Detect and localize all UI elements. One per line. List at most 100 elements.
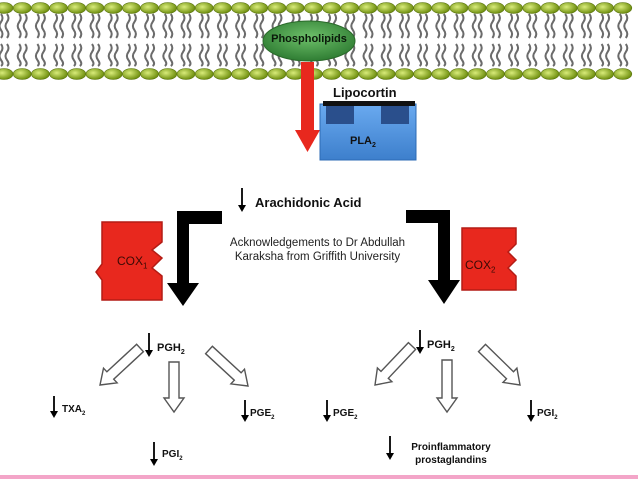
lipid-tail	[4, 43, 10, 67]
lipid-tail	[404, 43, 410, 67]
down-arrow-head-icon	[527, 415, 535, 422]
lipid-tail	[617, 13, 623, 39]
lipid-head	[31, 2, 50, 14]
lipid-tail	[253, 13, 259, 39]
cox1-label: COX1	[117, 254, 148, 271]
down-arrow-head-icon	[416, 347, 424, 354]
lipid-tail	[586, 13, 592, 39]
lipid-head	[67, 2, 87, 14]
lipid-tail	[216, 13, 222, 39]
lipid-tail	[0, 13, 4, 39]
lipid-tail	[623, 43, 629, 67]
lipid-head	[376, 68, 396, 80]
lipid-head	[558, 2, 578, 14]
lipid-head	[0, 68, 14, 80]
hollow-arrow-icon	[435, 359, 459, 414]
lipid-head	[395, 68, 414, 80]
lipid-tail	[241, 43, 247, 67]
left-pge2-label: PGE2	[250, 408, 275, 421]
lipid-tail	[532, 43, 538, 67]
lipid-head	[613, 2, 633, 14]
down-arrow-head-icon	[323, 415, 331, 422]
lipid-tail	[362, 43, 368, 67]
lipid-tail	[423, 13, 429, 39]
lipid-head	[267, 68, 287, 80]
lipocortin-bar	[323, 101, 415, 106]
left-black-arrow-icon	[167, 211, 222, 306]
lipid-head	[49, 2, 68, 14]
lipid-tail	[459, 43, 465, 67]
lipid-tail	[53, 13, 59, 39]
hollow-arrow-icon	[374, 341, 417, 386]
arachidonic-acid-label: Arachidonic Acid	[255, 195, 362, 210]
lipid-tail	[59, 43, 65, 67]
lipid-head	[140, 2, 159, 14]
lipid-tail	[550, 43, 556, 67]
acknowledgement-text: Acknowledgements to Dr Abdullah Karaksha…	[205, 236, 430, 264]
lipid-tail	[562, 13, 568, 39]
hollow-arrow-icon	[477, 343, 521, 386]
cox1-enzyme	[95, 221, 164, 301]
lipid-tail	[89, 13, 95, 39]
lipid-head	[413, 2, 432, 14]
lipid-tail	[580, 13, 586, 39]
lipid-tail	[489, 43, 495, 67]
lipid-tail	[77, 43, 83, 67]
lipid-tail	[495, 43, 501, 67]
lipid-tail	[259, 43, 265, 67]
lipid-head	[358, 68, 378, 80]
lipid-head	[267, 2, 287, 14]
hollow-arrow-icon	[162, 361, 186, 414]
hollow-arrows	[99, 341, 521, 414]
lipid-tail	[16, 43, 22, 67]
lipid-tail	[477, 43, 483, 67]
lipid-head	[304, 2, 323, 14]
lipid-head	[194, 2, 214, 14]
lipid-head	[322, 2, 341, 14]
lipid-head	[577, 2, 596, 14]
lipid-tail	[89, 43, 95, 67]
lipid-tail	[22, 43, 28, 67]
lipid-head	[322, 68, 341, 80]
lipid-tail	[417, 13, 423, 39]
lipid-tail	[514, 43, 520, 67]
thin-arrows	[50, 188, 535, 466]
lipid-head	[213, 68, 232, 80]
right-pgh2-label: PGH2	[427, 339, 455, 354]
membrane-heads	[0, 2, 633, 80]
lipid-tail	[22, 13, 28, 39]
lipid-tail	[453, 43, 459, 67]
lipid-tail	[550, 13, 556, 39]
hollow-arrow-icon	[204, 345, 249, 387]
lipid-tail	[362, 13, 368, 39]
lipid-head	[12, 68, 32, 80]
lipid-tail	[0, 43, 4, 67]
lipid-head	[340, 2, 360, 14]
lipid-tail	[16, 13, 22, 39]
lipid-tail	[253, 43, 259, 67]
lipid-tail	[168, 43, 174, 67]
lipid-head	[577, 68, 596, 80]
pla2-enzyme	[319, 103, 417, 161]
lipid-tail	[235, 13, 241, 39]
lipid-tail	[459, 13, 465, 39]
lipid-tail	[441, 13, 447, 39]
lipid-tail	[186, 43, 192, 67]
lipid-tail	[526, 13, 532, 39]
lipid-tail	[198, 13, 204, 39]
lipid-tail	[131, 13, 137, 39]
lipid-head	[249, 2, 269, 14]
down-arrow-head-icon	[50, 411, 58, 418]
lipid-head	[249, 68, 269, 80]
right-pge2-label: PGE2	[333, 408, 358, 421]
lipid-tail	[599, 13, 605, 39]
phospholipids-label: Phospholipids	[271, 33, 347, 45]
lipid-tail	[204, 13, 210, 39]
lipid-head	[140, 68, 159, 80]
lipid-tail	[623, 13, 629, 39]
lipid-tail	[617, 43, 623, 67]
lipid-head	[431, 68, 451, 80]
lipid-tail	[222, 43, 228, 67]
lipid-head	[85, 2, 105, 14]
